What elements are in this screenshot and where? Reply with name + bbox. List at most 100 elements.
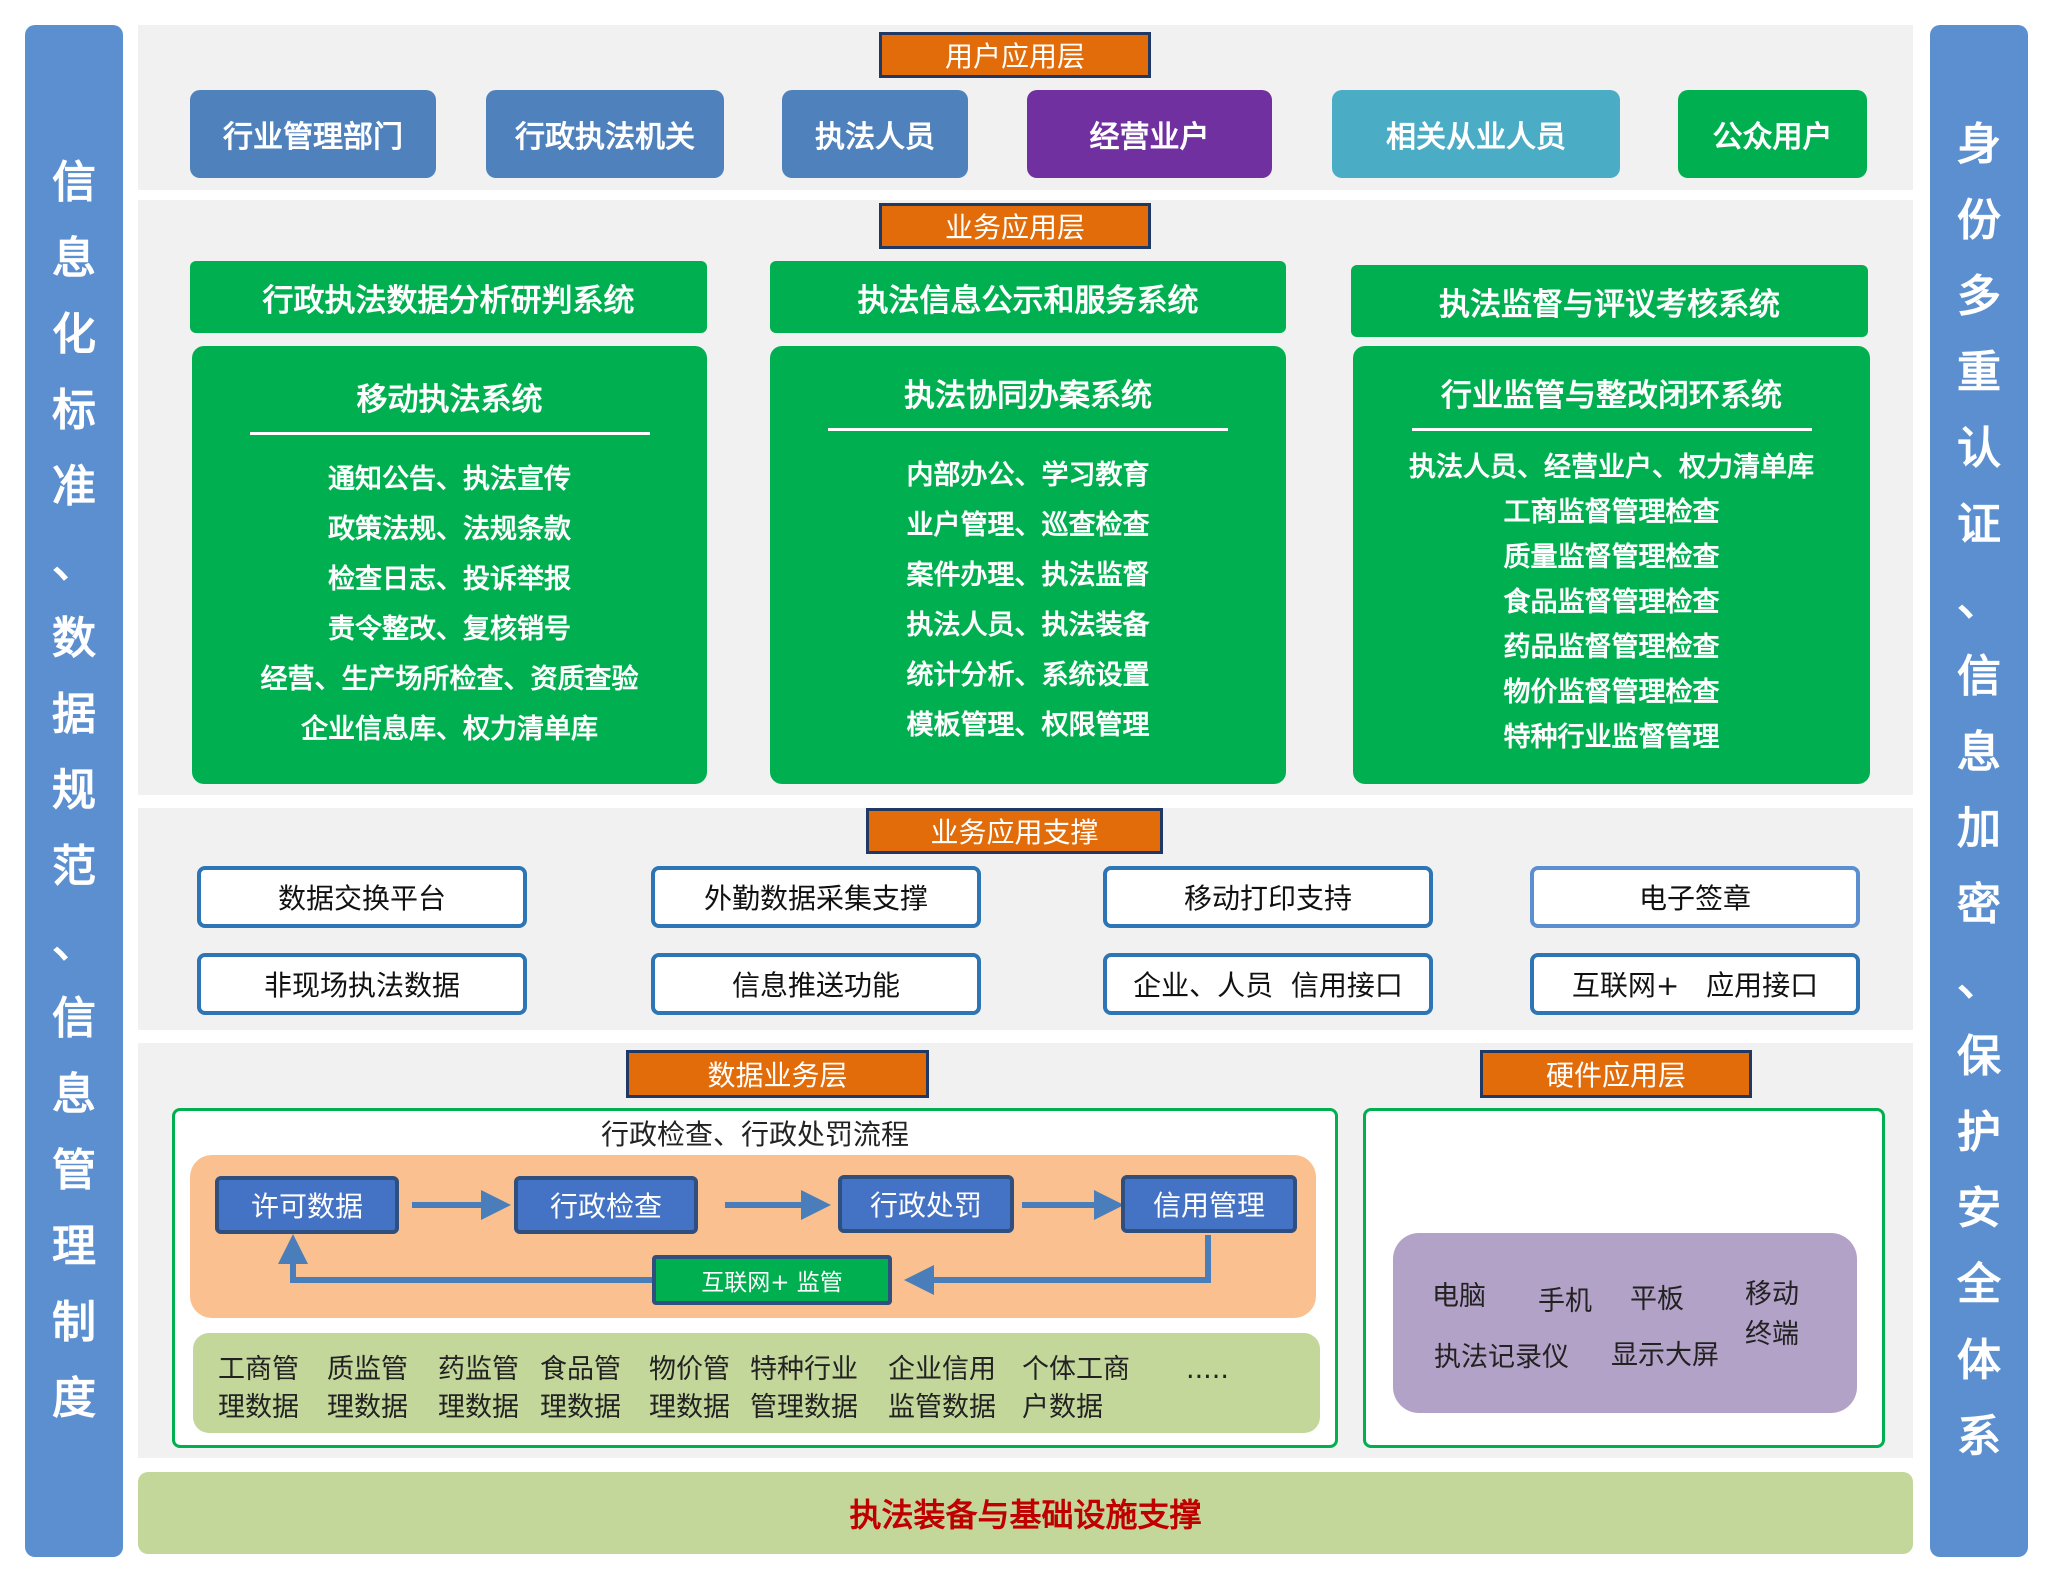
left-pillar-char: 信 (52, 157, 96, 208)
left-pillar-char: 化 (52, 309, 96, 360)
right-pillar-char: 全 (1957, 1259, 2001, 1310)
user-enforcement-staff: 执法人员 (782, 90, 968, 178)
panel-divider (249, 432, 650, 435)
arrow-internet-to-permit (278, 1234, 653, 1283)
panel-item: 工商监督管理检查 (1503, 497, 1720, 528)
category-line: 个体工商 (1022, 1354, 1130, 1385)
panel-item: 执法人员、执法装备 (906, 610, 1150, 641)
support-field-collection: 外勤数据采集支撑 (651, 866, 981, 928)
right-pillar-char: 息 (1957, 727, 2001, 778)
left-pillar-char: 度 (52, 1373, 96, 1424)
user-industry-dept: 行业管理部门 (190, 90, 436, 178)
category-line: 特种行业 (750, 1354, 858, 1385)
support-internet-interface: 互联网+ 应用接口 (1530, 953, 1860, 1015)
support-data-exchange: 数据交换平台 (197, 866, 527, 928)
panel-item-list: 执法人员、经营业户、权力清单库 工商监督管理检查 质量监督管理检查 食品监督管理… (1353, 445, 1870, 760)
industry-supervision-panel: 行业监管与整改闭环系统 执法人员、经营业户、权力清单库 工商监督管理检查 质量监… (1353, 346, 1870, 784)
left-pillar-char: 管 (52, 1145, 96, 1196)
right-pillar-char: 证 (1957, 499, 2001, 550)
panel-item-list: 内部办公、学习教育 业户管理、巡查检查 案件办理、执法监督 执法人员、执法装备 … (770, 451, 1286, 751)
flow-admin-inspection: 行政检查 (514, 1176, 698, 1234)
category-drug: 药监管理数据 (438, 1351, 519, 1427)
panel-title: 执法协同办案系统 (904, 378, 1152, 414)
left-pillar-char: 据 (52, 689, 96, 740)
user-public: 公众用户 (1678, 90, 1867, 178)
device-phone: 手机 (1538, 1286, 1592, 1317)
left-pillar-char: 制 (52, 1297, 96, 1348)
panel-item: 检查日志、投诉举报 (328, 564, 571, 595)
panel-item: 特种行业监督管理 (1503, 722, 1720, 753)
left-pillar-char: 、 (52, 917, 96, 968)
panel-item: 责令整改、复核销号 (328, 614, 571, 645)
category-line: 理数据 (218, 1392, 299, 1423)
panel-divider (828, 428, 1228, 431)
support-e-signature: 电子签章 (1530, 866, 1860, 928)
user-law-enforcement-agency: 行政执法机关 (486, 90, 724, 178)
category-food: 食品管理数据 (540, 1351, 621, 1427)
category-line: 食品管 (540, 1354, 621, 1385)
right-pillar-char: 系 (1957, 1411, 2001, 1462)
panel-item: 质量监督管理检查 (1503, 542, 1720, 573)
right-pillar: 身份多重认证、信息加密、保护安全体系 (1930, 25, 2028, 1557)
data-categories-area (193, 1333, 1320, 1433)
right-pillar-char: 体 (1957, 1335, 2001, 1386)
right-pillar-char: 多 (1957, 271, 2001, 322)
panel-item: 企业信息库、权力清单库 (301, 714, 598, 745)
user-layer-tag: 用户应用层 (879, 32, 1151, 78)
panel-item: 物价监督管理检查 (1503, 677, 1720, 708)
left-pillar-char: 规 (52, 765, 96, 816)
panel-item-list: 通知公告、执法宣传 政策法规、法规条款 检查日志、投诉举报 责令整改、复核销号 … (192, 455, 707, 755)
support-credit-interface: 企业、人员 信用接口 (1103, 953, 1433, 1015)
right-pillar-char: 重 (1957, 347, 2001, 398)
panel-item: 案件办理、执法监督 (906, 560, 1150, 591)
hardware-layer-tag: 硬件应用层 (1480, 1050, 1752, 1098)
category-special-industry: 特种行业管理数据 (750, 1351, 858, 1427)
flow-title: 行政检查、行政处罚流程 (600, 1118, 909, 1151)
support-info-push: 信息推送功能 (651, 953, 981, 1015)
panel-item: 药品监督管理检查 (1503, 632, 1720, 663)
category-line: 监管数据 (888, 1392, 996, 1423)
panel-item: 政策法规、法规条款 (328, 514, 571, 545)
analysis-system-header: 行政执法数据分析研判系统 (190, 261, 707, 333)
disclosure-system-header: 执法信息公示和服务系统 (770, 261, 1286, 333)
left-pillar-char: 准 (52, 461, 96, 512)
category-line: 物价管 (649, 1354, 730, 1385)
category-ellipsis: ..... (1186, 1354, 1229, 1385)
flow-internet-supervision: 互联网+ 监管 (652, 1255, 892, 1305)
flow-credit-management: 信用管理 (1121, 1175, 1297, 1233)
category-quality: 质监管理数据 (327, 1351, 408, 1427)
category-line: 理数据 (540, 1392, 621, 1423)
category-line: 理数据 (649, 1392, 730, 1423)
data-layer-tag: 数据业务层 (626, 1050, 929, 1098)
panel-item: 通知公告、执法宣传 (328, 464, 571, 495)
category-line: 理数据 (327, 1392, 408, 1423)
right-pillar-char: 加 (1957, 803, 2001, 854)
left-pillar-char: 息 (52, 1069, 96, 1120)
right-pillar-char: 护 (1957, 1107, 2001, 1158)
left-pillar-char: 、 (52, 537, 96, 588)
right-pillar-char: 份 (1957, 195, 2001, 246)
panel-item: 经营、生产场所检查、资质查验 (260, 664, 639, 695)
panel-title: 移动执法系统 (356, 382, 543, 418)
right-pillar-char: 认 (1957, 423, 2001, 474)
user-related-practitioners: 相关从业人员 (1332, 90, 1620, 178)
right-pillar-char: 安 (1957, 1183, 2001, 1234)
flow-permit-data: 许可数据 (215, 1176, 399, 1234)
support-mobile-print: 移动打印支持 (1103, 866, 1433, 928)
left-pillar-char: 信 (52, 993, 96, 1044)
panel-item: 内部办公、学习教育 (906, 460, 1150, 491)
panel-item: 食品监督管理检查 (1503, 587, 1720, 618)
panel-item: 执法人员、经营业户、权力清单库 (1409, 452, 1814, 483)
right-pillar-char: 信 (1957, 651, 2001, 702)
left-pillar-char: 息 (52, 233, 96, 284)
panel-item: 统计分析、系统设置 (906, 660, 1150, 691)
support-offsite-data: 非现场执法数据 (197, 953, 527, 1015)
category-line: 质监管 (327, 1354, 408, 1385)
category-line: 药监管 (438, 1354, 519, 1385)
right-pillar-char: 密 (1957, 879, 2001, 930)
right-pillar-char: 、 (1957, 575, 2001, 626)
collaborative-case-panel: 执法协同办案系统 内部办公、学习教育 业户管理、巡查检查 案件办理、执法监督 执… (770, 346, 1286, 784)
arrow-credit-to-internet (904, 1235, 1211, 1295)
left-pillar-char: 数 (52, 613, 96, 664)
